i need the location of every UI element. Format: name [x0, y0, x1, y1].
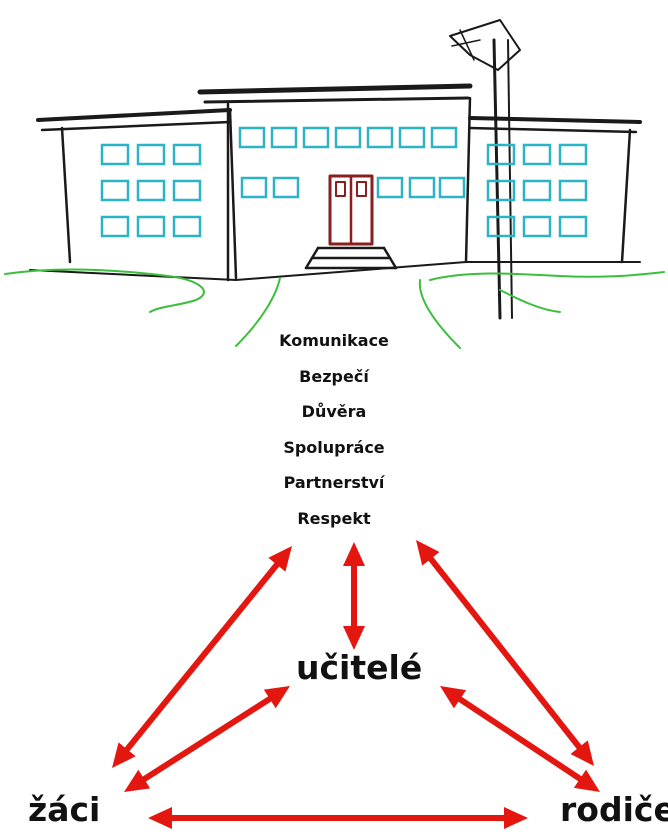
arrow-shaft [122, 559, 282, 755]
arrow-head [504, 807, 528, 829]
arrow-teachers-parents [440, 686, 600, 792]
arrow-pupils-parents [148, 807, 528, 829]
arrow-shaft [139, 694, 275, 784]
arrow-head [416, 540, 440, 566]
arrow-head [343, 626, 365, 650]
node-parents: rodiče [560, 790, 668, 829]
arrow-head [124, 769, 151, 792]
arrow-head [440, 686, 467, 709]
school-building-illustration [4, 19, 665, 349]
arrow-head [112, 742, 136, 768]
node-teachers: učitelé [296, 648, 423, 687]
arrow-respect-pupils [112, 546, 292, 768]
arrow-respect-parents [416, 540, 594, 766]
arrow-head [573, 769, 600, 792]
arrow-head [268, 546, 292, 572]
value-safety: Bezpečí [299, 366, 369, 386]
arrow-shaft [426, 553, 584, 753]
arrow-head [343, 542, 365, 566]
value-respect: Respekt [297, 508, 371, 528]
arrow-teachers-pupils [124, 686, 290, 792]
value-cooperation: Spolupráce [283, 437, 385, 457]
arrow-layer [112, 540, 600, 829]
value-trust: Důvěra [301, 402, 367, 421]
arrow-head [148, 807, 172, 829]
value-partnership: Partnerství [283, 473, 385, 492]
arrow-head [263, 686, 290, 709]
arrow-shaft [455, 694, 585, 784]
values-list: Komunikace Bezpečí Důvěra Spolupráce Par… [234, 326, 434, 539]
arrow-head [570, 740, 594, 766]
node-pupils: žáci [28, 790, 101, 829]
arrow-respect-teachers [343, 542, 365, 650]
value-communication: Komunikace [279, 331, 389, 350]
